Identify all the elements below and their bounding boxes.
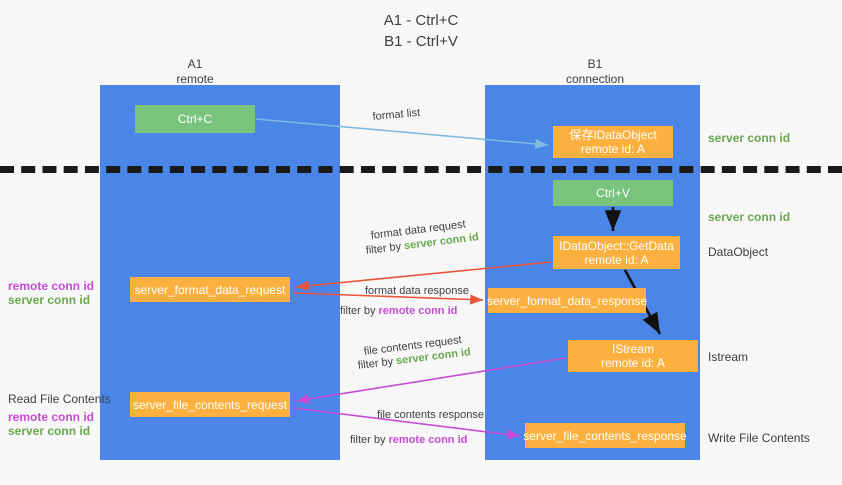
caption-file-contents-response-filter-key: remote conn id	[388, 434, 468, 446]
node-save-idataobject-line1: 保存IDataObject	[569, 128, 657, 142]
caption-format-data-request-filter-prefix: filter by	[365, 240, 405, 257]
caption-file-contents-response-filter-prefix: filter by	[350, 434, 389, 446]
label-istream: Istream	[708, 350, 749, 364]
label-server-conn-id-top: server conn id	[708, 131, 791, 145]
lane-a1-role: remote	[176, 72, 214, 86]
node-istream[interactable]: IStream remote id: A	[568, 340, 698, 372]
label-read-file-contents: Read File Contents	[8, 392, 111, 406]
caption-format-data-response: format data response	[365, 285, 469, 297]
lane-header-a1: A1 remote	[120, 57, 270, 87]
node-save-idataobject-line2: remote id: A	[580, 142, 646, 156]
caption-format-list: format list	[372, 106, 421, 123]
label-server-conn-id-mid: server conn id	[708, 210, 791, 224]
node-istream-line2: remote id: A	[600, 356, 666, 370]
label-remote-conn-id-1: remote conn id	[8, 279, 95, 293]
node-ctrl-v-label: Ctrl+V	[596, 186, 630, 200]
node-getdata-line2: remote id: A	[584, 252, 649, 267]
node-getdata-line1: IDataObject::GetData	[559, 238, 674, 253]
node-ctrl-v[interactable]: Ctrl+V	[553, 180, 673, 206]
node-idataobject-getdata[interactable]: IDataObject::GetData remote id: A	[553, 236, 680, 269]
node-server-file-contents-request-label: server_file_contents_request	[132, 397, 288, 412]
caption-format-data-response-filter: filter by remote conn id	[340, 304, 457, 319]
title-line-2: B1 - Ctrl+V	[384, 33, 458, 50]
label-server-conn-id-1: server conn id	[8, 293, 91, 307]
lane-b1-name: B1	[587, 57, 603, 71]
node-server-format-data-response-label: server_format_data_response	[486, 293, 648, 308]
node-ctrl-c[interactable]: Ctrl+C	[135, 105, 255, 133]
label-server-conn-id-2: server conn id	[8, 424, 91, 438]
label-conn-ids-format: remote conn id server conn id	[8, 279, 98, 307]
node-save-idataobject[interactable]: 保存IDataObject remote id: A	[553, 126, 673, 158]
page-title: A1 - Ctrl+C B1 - Ctrl+V	[0, 10, 842, 52]
caption-format-data-response-filter-prefix: filter by	[340, 305, 379, 317]
label-remote-conn-id-2: remote conn id	[8, 410, 95, 424]
node-ctrl-c-label: Ctrl+C	[177, 112, 213, 126]
lane-b1-role: connection	[565, 72, 625, 86]
node-server-file-contents-response-label: server_file_contents_response	[523, 428, 687, 443]
phase-divider	[0, 166, 842, 173]
node-server-format-data-request-label: server_format_data_request	[134, 282, 286, 297]
lane-a1-name: A1	[187, 57, 203, 71]
caption-file-contents-response-filter: filter by remote conn id	[350, 433, 467, 448]
node-server-file-contents-request[interactable]: server_file_contents_request	[130, 392, 290, 417]
label-write-file-contents: Write File Contents	[708, 431, 810, 445]
caption-file-contents-response: file contents response	[377, 409, 485, 421]
lane-header-b1: B1 connection	[520, 57, 670, 87]
title-line-1: A1 - Ctrl+C	[383, 12, 459, 29]
label-dataobject: DataObject	[708, 245, 769, 259]
caption-file-contents-request-filter-prefix: filter by	[357, 355, 397, 372]
node-server-format-data-response[interactable]: server_format_data_response	[486, 288, 648, 313]
node-server-file-contents-response[interactable]: server_file_contents_response	[523, 423, 687, 448]
label-conn-ids-file: remote conn id server conn id	[8, 410, 98, 438]
node-server-format-data-request[interactable]: server_format_data_request	[130, 277, 290, 302]
caption-format-data-response-filter-key: remote conn id	[378, 305, 458, 317]
node-istream-line1: IStream	[611, 342, 654, 356]
